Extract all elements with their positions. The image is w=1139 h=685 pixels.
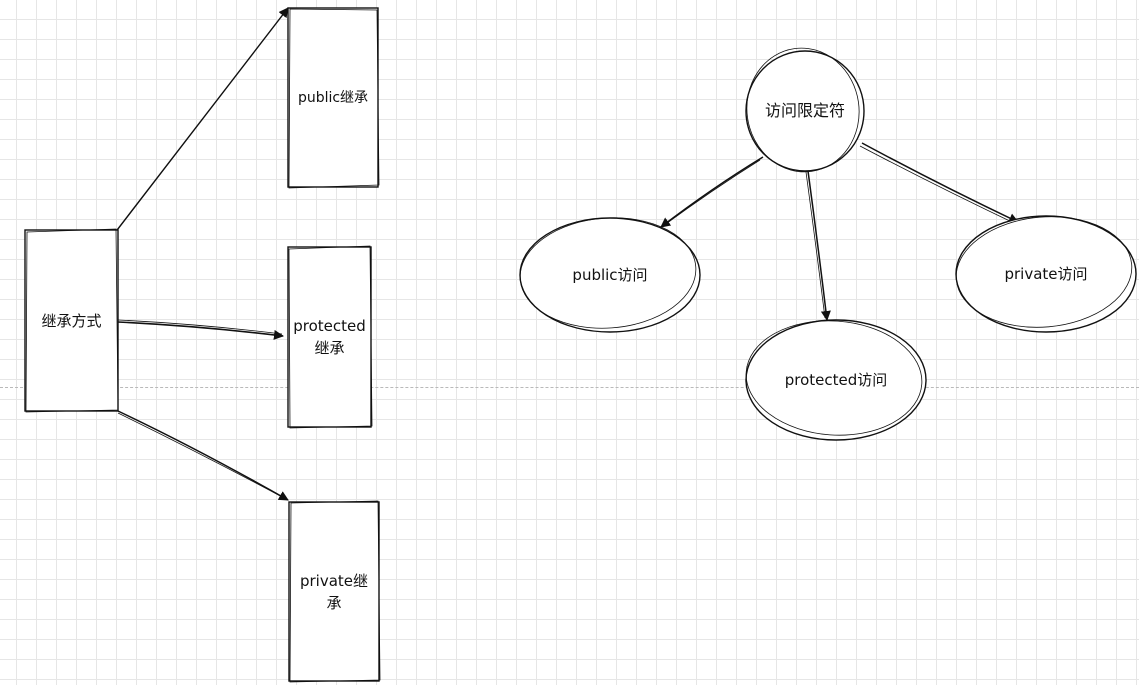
access-root-node[interactable]: 访问限定符 xyxy=(748,54,862,168)
protected-inheritance-label-line1: protected xyxy=(293,317,366,335)
box-root-outline xyxy=(24,228,119,413)
private-inheritance-label-line1: private继 xyxy=(299,571,369,590)
page-break-line xyxy=(0,387,1139,388)
protected-inheritance-label: protected 继承 xyxy=(293,315,366,359)
private-inheritance-label: private继 承 xyxy=(300,570,368,614)
inheritance-arrows xyxy=(115,7,289,501)
circle-private-outline xyxy=(955,215,1137,333)
inheritance-root-label: 继承方式 xyxy=(41,311,102,330)
private-access-node[interactable]: private访问 xyxy=(958,218,1134,330)
inheritance-root-node[interactable]: 继承方式 xyxy=(25,230,118,411)
protected-access-node[interactable]: protected访问 xyxy=(748,322,924,438)
box-private-outline xyxy=(288,500,381,683)
arrow-root-to-private xyxy=(117,410,289,501)
protected-inheritance-label-line2: 继承 xyxy=(314,339,345,357)
arrow-root-to-protected xyxy=(117,321,284,340)
inheritance-boxes xyxy=(24,7,381,683)
access-circles xyxy=(519,47,1137,441)
protected-inheritance-node[interactable]: protected 继承 xyxy=(288,247,371,427)
arrow-access-to-private xyxy=(861,142,1019,223)
circle-protected-outline xyxy=(745,319,927,441)
public-access-node[interactable]: public访问 xyxy=(522,220,698,330)
private-inheritance-node[interactable]: private继 承 xyxy=(289,502,379,681)
arrow-access-to-public xyxy=(660,156,764,228)
arrow-access-to-protected xyxy=(807,170,831,321)
protected-access-label: protected访问 xyxy=(784,371,888,389)
public-inheritance-label: public继承 xyxy=(297,89,369,106)
circle-access-root-outline xyxy=(745,47,865,173)
private-inheritance-label-line2: 承 xyxy=(326,593,342,612)
private-access-label: private访问 xyxy=(1004,265,1088,283)
access-arrows xyxy=(660,142,1019,321)
box-protected-outline xyxy=(287,245,373,429)
access-root-label: 访问限定符 xyxy=(764,101,845,120)
box-public-outline xyxy=(287,7,380,189)
public-access-label: public访问 xyxy=(572,266,648,284)
public-inheritance-node[interactable]: public继承 xyxy=(288,8,378,187)
circle-public-outline xyxy=(519,217,701,333)
